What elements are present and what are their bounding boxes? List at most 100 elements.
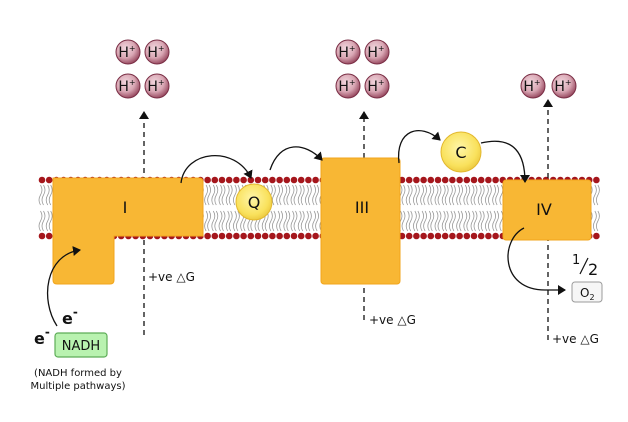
delta-g-label-1: +ve △G bbox=[148, 270, 195, 284]
lipid-tail bbox=[470, 210, 478, 232]
proton-circle-icon: H+ bbox=[364, 39, 390, 65]
nadh-note-line-1: (NADH formed by bbox=[34, 368, 122, 379]
proton-label: H+ bbox=[554, 78, 571, 95]
lipid-head bbox=[449, 232, 456, 240]
nadh-note-line-2: Multiple pathways) bbox=[31, 381, 126, 392]
lipid-head bbox=[456, 176, 463, 184]
lipid-head bbox=[38, 176, 46, 184]
lipid-tail bbox=[492, 184, 499, 206]
lipid-tail bbox=[420, 210, 427, 232]
lipid-tail bbox=[290, 210, 298, 232]
proton-label: H+ bbox=[523, 78, 540, 95]
lipid-tail bbox=[233, 210, 240, 232]
lipid-head bbox=[492, 232, 499, 240]
lipid-head bbox=[297, 232, 305, 240]
lipid-head bbox=[233, 232, 240, 240]
proton-label: H+ bbox=[338, 78, 355, 95]
lipid-head bbox=[441, 176, 449, 184]
proton-circle-icon: H+ bbox=[335, 73, 361, 99]
lipid-head bbox=[254, 176, 262, 184]
lipid-tail bbox=[413, 210, 420, 232]
proton-label: H+ bbox=[367, 44, 384, 61]
lipid-tail bbox=[218, 184, 226, 206]
lipid-tail bbox=[290, 184, 298, 206]
lipid-tail bbox=[276, 210, 283, 232]
lipid-head bbox=[456, 232, 463, 240]
lipid-head bbox=[405, 176, 413, 184]
lipid-head bbox=[290, 232, 298, 240]
lipid-tail bbox=[463, 184, 471, 206]
lipid-tail bbox=[441, 184, 449, 206]
lipid-head bbox=[305, 176, 312, 184]
proton-label: H+ bbox=[367, 78, 384, 95]
proton-circle-icon: H+ bbox=[364, 73, 390, 99]
electron-flow-arrows bbox=[46, 130, 566, 327]
lipid-head bbox=[254, 232, 262, 240]
curved-arrow-icon bbox=[46, 246, 81, 327]
lipid-head bbox=[413, 232, 420, 240]
lipid-head bbox=[261, 232, 269, 240]
lipid-head bbox=[305, 232, 312, 240]
electron-symbol-1: e- bbox=[34, 325, 50, 348]
lipid-tail bbox=[305, 210, 312, 232]
ubiquinone-carrier: Q bbox=[235, 183, 273, 221]
lipid-tail bbox=[225, 210, 233, 232]
complex-3: III bbox=[320, 157, 401, 285]
lipid-tail bbox=[283, 210, 291, 232]
lipid-head bbox=[434, 176, 442, 184]
lipid-head bbox=[434, 232, 442, 240]
lipid-head bbox=[276, 176, 283, 184]
proton-label: H+ bbox=[147, 78, 164, 95]
proton-circle-icon: H+ bbox=[144, 39, 170, 65]
lipid-tail bbox=[405, 184, 413, 206]
proton-label: H+ bbox=[118, 44, 135, 61]
ubiquinone-label: Q bbox=[248, 193, 261, 212]
lipid-tail bbox=[434, 184, 442, 206]
delta-g-label-3: +ve △G bbox=[369, 313, 416, 327]
lipid-tail bbox=[305, 184, 312, 206]
lipid-tail bbox=[456, 184, 463, 206]
lipid-head bbox=[261, 176, 269, 184]
lipid-tail bbox=[485, 184, 492, 206]
lipid-tail bbox=[427, 184, 435, 206]
complex-3-label: III bbox=[355, 198, 369, 217]
lipid-head bbox=[38, 232, 46, 240]
curved-arrow-icon bbox=[397, 130, 441, 164]
complex-4-label: IV bbox=[536, 200, 552, 219]
proton-circle-icon: H+ bbox=[551, 73, 577, 99]
lipid-head bbox=[218, 232, 226, 240]
proton-groups: H+H+H+H+H+H+H+H+H+H+ bbox=[115, 39, 577, 99]
lipid-head bbox=[485, 232, 492, 240]
lipid-head bbox=[225, 176, 233, 184]
lipid-head bbox=[463, 232, 471, 240]
lipid-head bbox=[297, 176, 305, 184]
proton-label: H+ bbox=[147, 44, 164, 61]
lipid-tail bbox=[477, 210, 485, 232]
lipid-tail bbox=[38, 184, 46, 206]
proton-circle-icon: H+ bbox=[115, 39, 141, 65]
lipid-tail bbox=[204, 184, 211, 206]
lipid-tail bbox=[297, 184, 305, 206]
lipid-tail bbox=[297, 210, 305, 232]
complex-4: IV bbox=[502, 179, 592, 241]
lipid-tail bbox=[413, 184, 420, 206]
lipid-head bbox=[204, 176, 211, 184]
lipid-head bbox=[233, 176, 240, 184]
lipid-head bbox=[225, 232, 233, 240]
curved-arrow-icon bbox=[269, 146, 323, 171]
lipid-head bbox=[593, 176, 600, 184]
lipid-tail bbox=[211, 210, 219, 232]
curved-arrow-icon bbox=[180, 154, 253, 184]
lipid-head bbox=[492, 176, 499, 184]
proton-circle-icon: H+ bbox=[520, 73, 546, 99]
lipid-tail bbox=[427, 210, 435, 232]
lipid-head bbox=[283, 232, 291, 240]
lipid-head bbox=[477, 232, 485, 240]
lipid-tail bbox=[470, 184, 478, 206]
lipid-tail bbox=[38, 210, 46, 232]
oxygen-fraction-numerator: 1 bbox=[572, 253, 580, 268]
lipid-head bbox=[269, 176, 276, 184]
lipid-tail bbox=[283, 184, 291, 206]
lipid-head bbox=[240, 176, 247, 184]
